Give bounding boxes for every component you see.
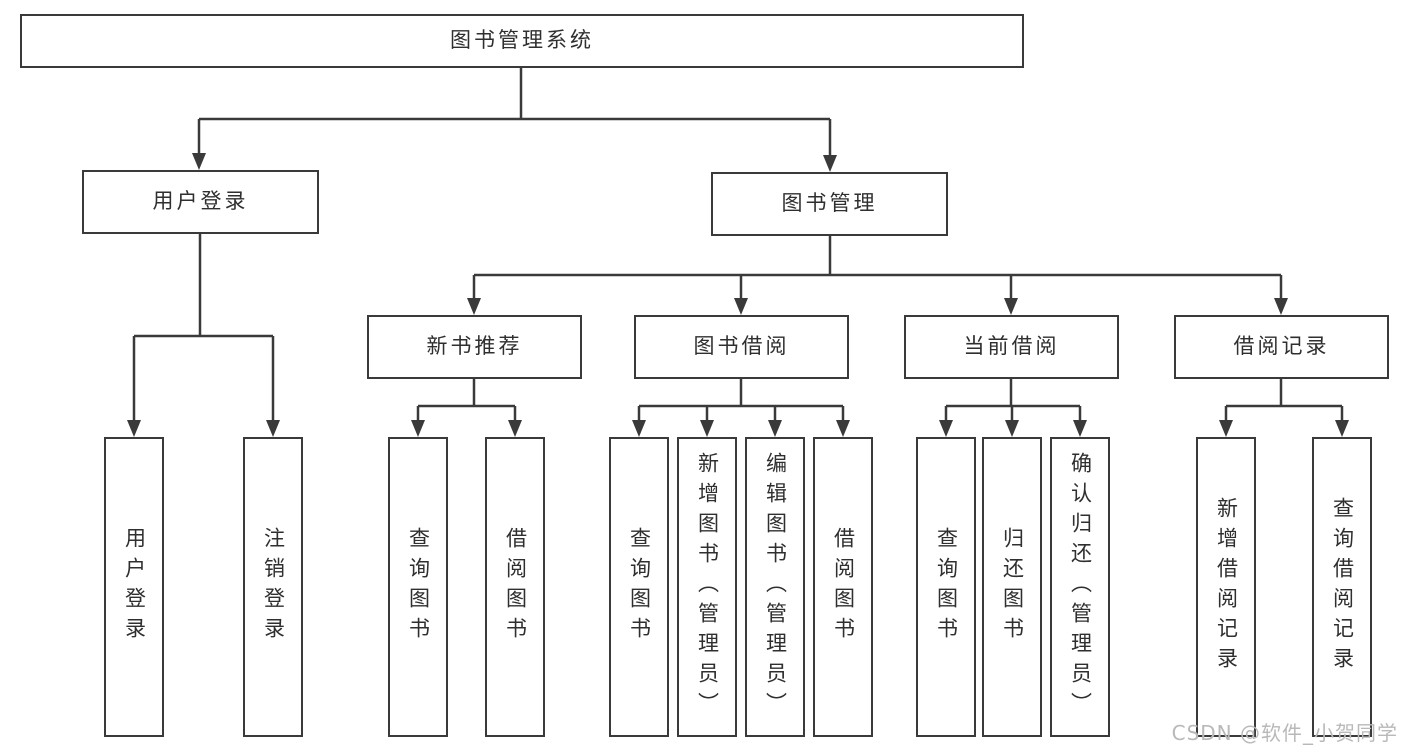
leaf-add-borrow-record: 新增借阅记录	[1196, 437, 1256, 737]
node-book-management: 图书管理	[711, 172, 948, 236]
node-label: 编辑图书（管理员）	[763, 452, 788, 722]
node-user-login: 用户登录	[82, 170, 319, 234]
node-label: 借阅记录	[1233, 334, 1330, 359]
node-label: 图书管理	[781, 191, 878, 216]
node-label: 借阅图书	[503, 527, 528, 647]
node-label: 图书管理系统	[450, 28, 594, 53]
leaf-user-login: 用户登录	[104, 437, 164, 737]
node-label: 图书借阅	[693, 334, 790, 359]
node-label: 查询图书	[627, 527, 652, 647]
csdn-watermark: CSDN @软件_小贺同学	[1171, 721, 1398, 745]
node-label: 查询借阅记录	[1330, 497, 1355, 677]
leaf-edit-books-admin: 编辑图书（管理员）	[745, 437, 805, 737]
node-current-borrowing: 当前借阅	[904, 315, 1119, 379]
node-label: 查询图书	[934, 527, 959, 647]
leaf-search-books-recommend: 查询图书	[388, 437, 448, 737]
leaf-return-books: 归还图书	[982, 437, 1042, 737]
node-label: 新增图书（管理员）	[695, 452, 720, 722]
leaf-add-books-admin: 新增图书（管理员）	[677, 437, 737, 737]
node-label: 归还图书	[1000, 527, 1025, 647]
node-label: 用户登录	[122, 527, 147, 647]
leaf-logout: 注销登录	[243, 437, 303, 737]
node-label: 当前借阅	[963, 334, 1060, 359]
node-label: 新增借阅记录	[1214, 497, 1239, 677]
node-label: 借阅图书	[831, 527, 856, 647]
node-label: 确认归还（管理员）	[1068, 452, 1093, 722]
node-label: 新书推荐	[426, 334, 523, 359]
leaf-search-borrow-record: 查询借阅记录	[1312, 437, 1372, 737]
node-new-book-recommendation: 新书推荐	[367, 315, 582, 379]
leaf-borrow-books-recommend: 借阅图书	[485, 437, 545, 737]
node-library-management-system: 图书管理系统	[20, 14, 1024, 68]
node-label: 查询图书	[406, 527, 431, 647]
leaf-borrow-books: 借阅图书	[813, 437, 873, 737]
leaf-search-books-current: 查询图书	[916, 437, 976, 737]
node-borrowing-records: 借阅记录	[1174, 315, 1389, 379]
node-label: 注销登录	[261, 527, 286, 647]
leaf-confirm-return-admin: 确认归还（管理员）	[1050, 437, 1110, 737]
leaf-search-books-borrowing: 查询图书	[609, 437, 669, 737]
node-label: 用户登录	[152, 189, 249, 214]
node-book-borrowing: 图书借阅	[634, 315, 849, 379]
